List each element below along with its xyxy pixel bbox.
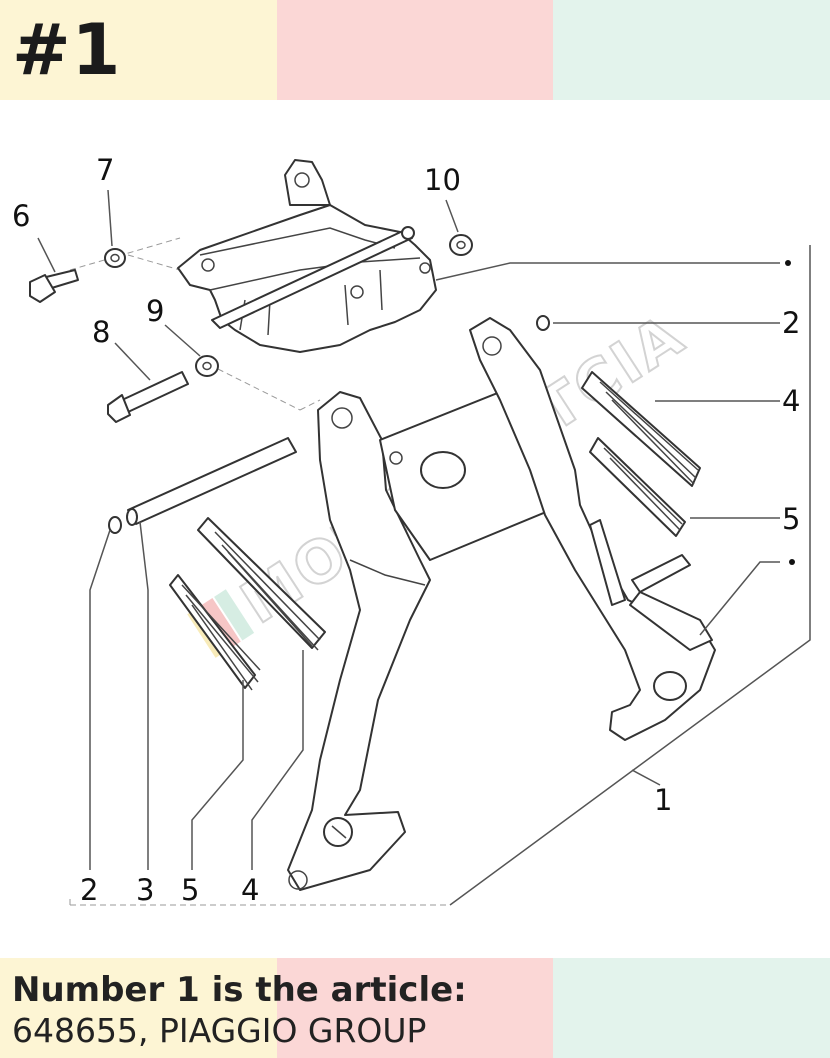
- bolt-part-8: [107, 371, 189, 423]
- header-band-pink: [276, 0, 554, 100]
- label-3: 3: [136, 873, 154, 907]
- label-10: 10: [424, 163, 461, 197]
- label-5-right: 5: [782, 502, 800, 536]
- spring-part-4-left: [197, 517, 326, 651]
- header-band-mint: [553, 0, 830, 100]
- center-stand-part-1: [287, 317, 716, 891]
- spring-part-4-right: [581, 371, 701, 487]
- footer-band-mint: [553, 958, 830, 1058]
- label-8: 8: [92, 315, 110, 349]
- caption-article: 648655, PIAGGIO GROUP: [12, 1011, 427, 1050]
- pin-part-3: [126, 437, 297, 526]
- label-1: 1: [654, 783, 672, 817]
- footer-band-yellow: [0, 958, 277, 1058]
- parts-diagram: MOTORKUTCIA: [12, 153, 811, 907]
- label-6: 6: [12, 199, 30, 233]
- label-2-right: 2: [782, 306, 800, 340]
- watermark-logo-pink: [200, 597, 241, 650]
- washer-part-7: [104, 248, 126, 268]
- footer-color-band: [0, 958, 830, 1058]
- watermark-logo-mint: [214, 589, 255, 641]
- header-color-band: [0, 0, 830, 100]
- label-9: 9: [146, 294, 164, 328]
- circlip-part-2-right: [536, 315, 550, 331]
- label-4-right: 4: [782, 384, 800, 418]
- header-band-yellow: [0, 0, 277, 100]
- label-2-bottom: 2: [80, 873, 98, 907]
- washer-part-9: [195, 355, 219, 377]
- circlip-part-2-left: [108, 516, 122, 534]
- washer-part-10: [449, 234, 473, 256]
- item-number-badge: #1: [12, 9, 122, 91]
- label-5-bottom: 5: [181, 873, 199, 907]
- bolt-part-6: [29, 269, 79, 303]
- leader-lines: [37, 189, 811, 906]
- footer-band-pink: [276, 958, 554, 1058]
- spring-part-5-right: [589, 437, 686, 537]
- spring-part-5-left: [169, 574, 261, 691]
- frame-bracket: [177, 159, 437, 353]
- assembly-guide-lines: [69, 237, 450, 906]
- caption-title: Number 1 is the article:: [12, 970, 467, 1010]
- label-7: 7: [96, 153, 114, 187]
- label-4-bottom: 4: [241, 873, 259, 907]
